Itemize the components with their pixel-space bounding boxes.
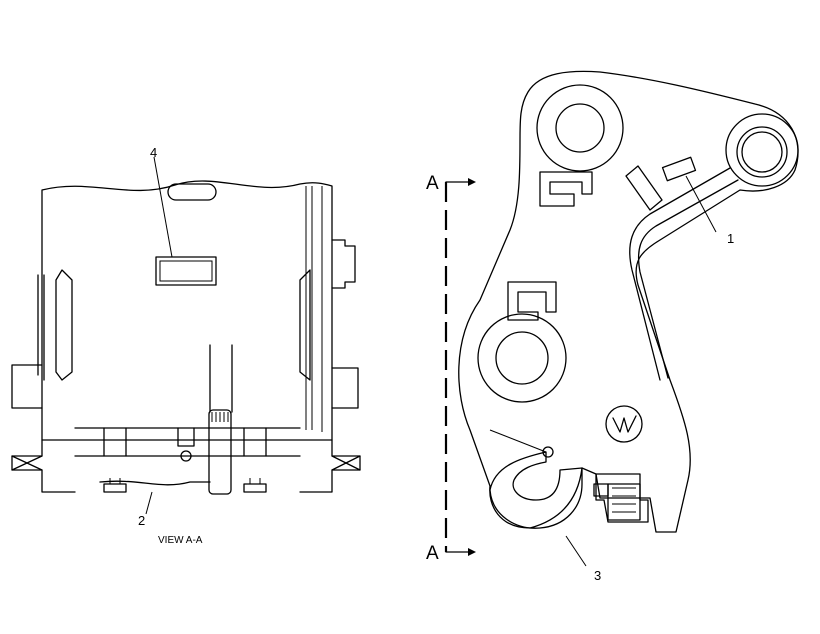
angled-tab (625, 165, 663, 211)
bolt-left (103, 483, 127, 493)
clamp-teeth (211, 412, 229, 422)
latch-block (607, 483, 641, 521)
pin-eye-inner (736, 126, 788, 178)
upper-boss (536, 84, 624, 172)
label-plate-inner (159, 260, 213, 282)
side-view (458, 70, 799, 567)
section-label-top: A (426, 173, 439, 194)
view-caption: VIEW A-A (158, 535, 203, 546)
right-lug (331, 367, 359, 409)
right-rib (299, 269, 311, 381)
pin-eye-outer (725, 113, 799, 187)
section-label-bottom: A (426, 543, 439, 564)
left-body-inner-wall (305, 186, 323, 432)
bolt-right (243, 483, 267, 493)
callout-2: 2 (138, 513, 145, 528)
callout-4: 4 (150, 145, 157, 160)
latch-ribs (612, 487, 636, 513)
hook-pivot (542, 446, 554, 458)
bottom-crossbar (11, 427, 361, 493)
right-boss (331, 239, 356, 289)
leader-3 (565, 535, 587, 567)
hanger-blocks (103, 427, 267, 457)
pin (741, 131, 783, 173)
left-body-outline (41, 180, 333, 441)
central-clamp (208, 409, 232, 495)
left-end-cap (11, 455, 43, 471)
top-slot (167, 183, 217, 201)
lower-bracket (507, 281, 557, 321)
section-line (444, 178, 476, 556)
view-a-a (11, 156, 361, 515)
leader-1 (685, 175, 717, 233)
section-arrow-bottom-head (468, 548, 476, 556)
section-arrow-top-head (468, 178, 476, 186)
lower-boss (477, 313, 567, 403)
pin-hole (180, 450, 192, 462)
right-end-cap (331, 455, 361, 471)
upper-bracket (539, 171, 593, 207)
logo-circle (605, 405, 643, 443)
logo-mark (612, 415, 637, 433)
callout-1: 1 (727, 231, 734, 246)
left-lug (11, 364, 43, 409)
lower-hole (495, 331, 549, 385)
latch-housing (595, 473, 649, 523)
latch-nut (593, 483, 609, 497)
arm-inner (637, 179, 739, 379)
leader-2 (145, 491, 153, 515)
main-plate-outline (458, 70, 799, 533)
callout-3: 3 (594, 568, 601, 583)
left-rib (37, 269, 73, 381)
upper-hole (555, 103, 605, 153)
hook-link (489, 429, 547, 453)
center-shaft (209, 344, 233, 413)
serial-plate (661, 156, 697, 182)
bolt-shanks (109, 478, 261, 484)
arm-outer (629, 167, 731, 381)
label-plate (155, 256, 217, 286)
leader-4 (153, 156, 173, 258)
hook (489, 451, 583, 529)
